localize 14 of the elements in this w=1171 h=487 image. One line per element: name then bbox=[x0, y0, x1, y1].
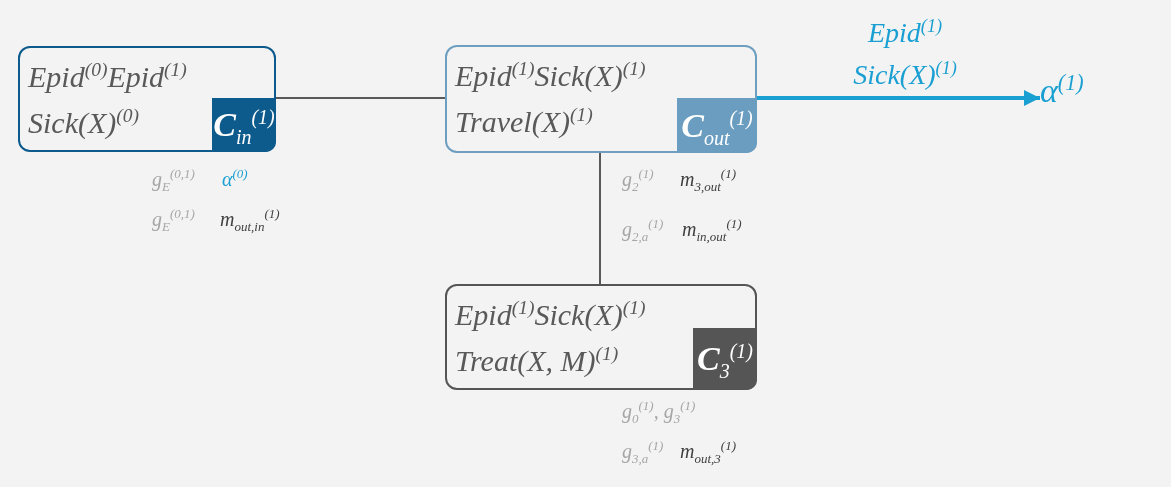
node-formula: Epid$^{(1)}$Sick(X)$^{(1)}$ Travel(X)$^{(1)}$ bbox=[455, 57, 647, 140]
connector-line bbox=[275, 97, 446, 99]
connector-line bbox=[599, 152, 601, 285]
arrow bbox=[757, 90, 1040, 106]
corner-tag bbox=[693, 328, 757, 390]
node-formula: Epid$^{(0)}$Epid$^{(1)}$ Sick(X)$^{(0)}$ bbox=[28, 58, 188, 141]
rounded-box bbox=[18, 46, 276, 152]
rounded-box bbox=[445, 45, 757, 153]
corner-tag bbox=[677, 98, 757, 153]
rounded-box bbox=[445, 284, 757, 390]
corner-tag bbox=[212, 98, 276, 152]
output-symbol: α$^{(1)}$ bbox=[1040, 72, 1085, 110]
node-formula: Epid$^{(1)}$Sick(X)$^{(1)}$ Treat(X, M)$^{(1)}$ bbox=[455, 296, 647, 379]
formula-note: α$^{(0)}$ bbox=[222, 168, 248, 191]
